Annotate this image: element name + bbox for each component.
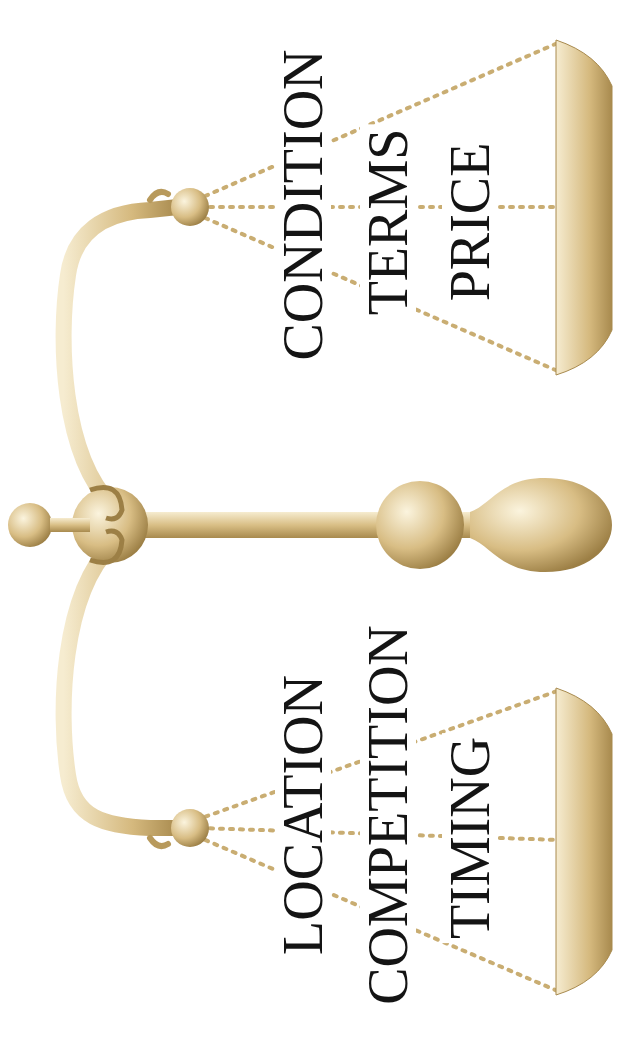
arm-hook bbox=[150, 192, 168, 200]
arm-knob bbox=[171, 188, 209, 226]
arm-hook bbox=[150, 838, 168, 846]
factor-label: LOCATION bbox=[275, 671, 331, 959]
factor-label: CONDITION bbox=[275, 45, 331, 364]
scale-arm bbox=[64, 207, 178, 505]
scale-pan bbox=[556, 688, 612, 995]
arm-knob bbox=[171, 809, 209, 847]
pivot-scroll bbox=[90, 488, 122, 520]
factor-label: TIMING bbox=[442, 733, 498, 943]
pivot-scroll bbox=[90, 531, 122, 563]
scale-pan bbox=[556, 40, 612, 375]
finial bbox=[8, 503, 52, 547]
factor-label: PRICE bbox=[442, 139, 498, 306]
factor-label: TERMS bbox=[360, 125, 416, 320]
factor-label: COMPETITION bbox=[360, 621, 416, 1009]
finial-neck bbox=[50, 518, 90, 532]
scale-base bbox=[470, 478, 612, 572]
pole-ball bbox=[376, 481, 464, 569]
scale-arm bbox=[64, 545, 178, 828]
